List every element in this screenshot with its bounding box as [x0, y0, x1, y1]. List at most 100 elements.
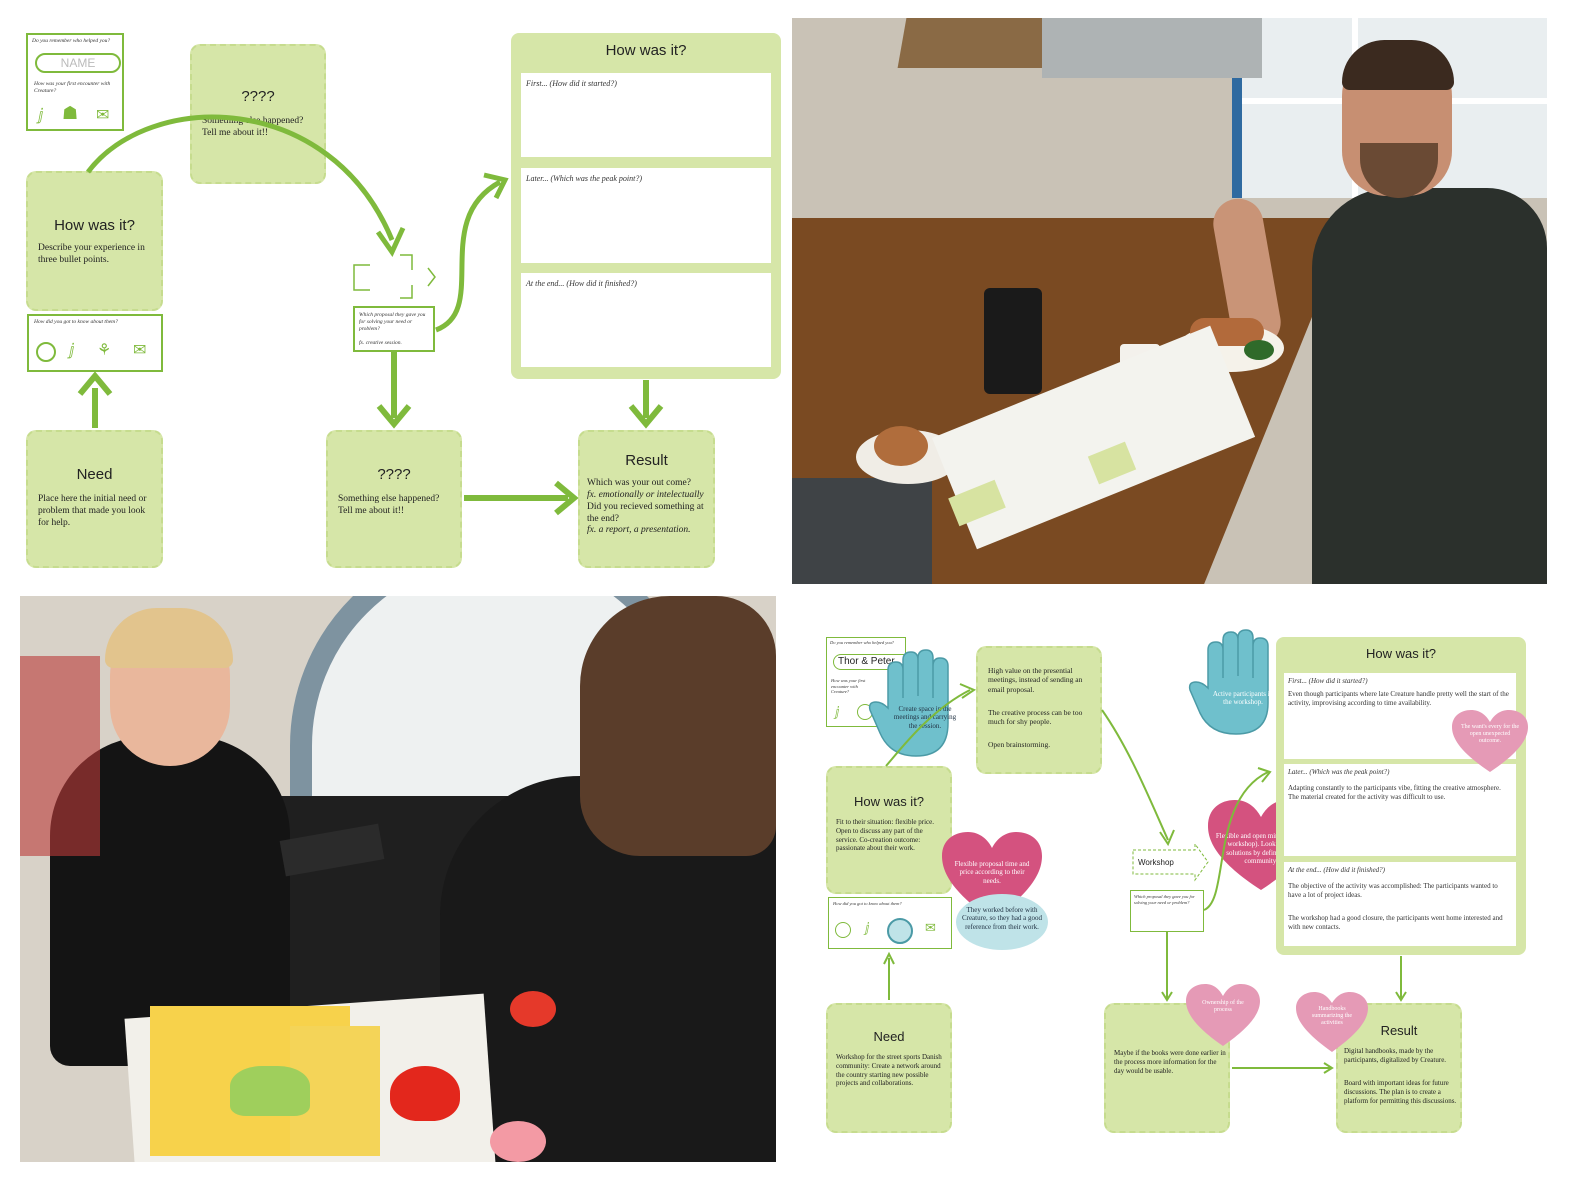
howwasit-left-box: How was it? Describe your experience in …	[26, 171, 163, 311]
need-body: Workshop for the street sports Danish co…	[836, 1053, 942, 1088]
big-howwasit-title: How was it?	[1365, 646, 1437, 661]
later-panel: Later... (Which was the peak point?) Ada…	[1284, 764, 1516, 856]
name-field[interactable]: NAME	[35, 53, 121, 73]
top-note-text-3: Open brainstorming.	[988, 740, 1051, 749]
first-label: First... (How did it started?)	[526, 79, 617, 88]
blue-hand-right-icon	[1188, 629, 1269, 735]
top-note-text: High value on the presential meetings, i…	[988, 666, 1083, 694]
heart-flex-text: Flexible proposal time and price accordi…	[954, 860, 1030, 885]
result-text-2: Board with important ideas for future di…	[1344, 1079, 1457, 1105]
proposal-box: Which proposal they gave you for solving…	[353, 306, 435, 352]
proposal-box: Which proposal they gave you for solving…	[1130, 890, 1204, 932]
swoop-arrow	[435, 179, 502, 333]
french-press	[984, 288, 1042, 394]
remember-box: Do you remember who helped you? NAME How…	[26, 33, 124, 131]
workshop-outline	[1132, 842, 1209, 882]
result-line-3: Did you recieved something at the end?	[587, 502, 704, 524]
mail-icon: ✉	[925, 920, 936, 935]
else-body: Something else happened? Tell me about i…	[338, 494, 440, 516]
first-label: First... (How did it started?)	[1288, 677, 1368, 685]
need-title: Need	[76, 466, 113, 483]
person-icon: ⅉ	[835, 704, 840, 719]
lamp-panel	[1042, 18, 1262, 78]
green-hand-note	[230, 1066, 310, 1116]
result-box: Result Which was your out come? fx. emot…	[578, 430, 715, 568]
photo-two-women	[20, 596, 776, 1162]
need-box: Need Workshop for the street sports Dani…	[826, 1003, 952, 1133]
heart-wants-icon	[1452, 710, 1528, 772]
person-hair	[1342, 40, 1454, 90]
how-know-prompt: How did you got to know about them?	[34, 319, 118, 325]
heart-ownership-text: Ownership of the process	[1202, 1000, 1244, 1014]
end-panel: At the end... (How did it finished?)	[521, 273, 771, 367]
howwasit-left-body: Describe your experience in three bullet…	[38, 243, 145, 265]
need-box: Need Place here the initial need or prob…	[26, 430, 163, 568]
big-howwasit-panel: How was it? First... (How did it started…	[511, 33, 781, 379]
mail-icon: ✉	[96, 107, 110, 124]
person-icon: ⅉ	[38, 107, 44, 124]
end-label: At the end... (How did it finished?)	[526, 279, 637, 288]
how-know-prompt: How did you got to know about them?	[833, 901, 902, 906]
need-title: Need	[873, 1029, 905, 1044]
howwasit-left-title: How was it?	[54, 217, 135, 234]
photo-man-at-table	[792, 18, 1547, 584]
result-title: Result	[1380, 1023, 1418, 1038]
howwasit-box: How was it? Fit to their situation: flex…	[826, 766, 952, 894]
heart-ownership-icon	[1186, 984, 1260, 1046]
filled-arrows	[883, 683, 1407, 1074]
template-arrows	[77, 114, 664, 516]
else-box-bottom: ???? Something else happened? Tell me ab…	[326, 430, 462, 568]
end-text-2: The workshop had a good closure, the par…	[1288, 914, 1503, 931]
howwasit-body: Fit to their situation: flexible price. …	[836, 818, 934, 853]
maybe-text: Maybe if the books were done earlier in …	[1114, 1049, 1226, 1075]
end-label: At the end... (How did it finished?)	[1288, 866, 1386, 874]
need-body: Place here the initial need or problem t…	[38, 494, 147, 528]
pink-heart-note	[490, 1121, 546, 1162]
result-text-1: Digital handbooks, made by the participa…	[1344, 1047, 1447, 1064]
howwasit-title: How was it?	[853, 794, 925, 809]
else-title: ????	[241, 88, 275, 105]
first-text: Even though participants where late Crea…	[1288, 690, 1509, 707]
result-line-2: fx. emotionally or intelectually	[587, 490, 704, 500]
person-icon: ⅉ	[69, 342, 75, 359]
left-shelf	[20, 656, 100, 856]
red-heart-note	[390, 1066, 460, 1121]
how-know-box: How did you got to know about them? ⅉ ⚘ …	[27, 314, 163, 372]
blue-hand-left-icon	[868, 649, 949, 757]
blue-hand-right-text: Active participants in the workshop.	[1212, 690, 1274, 707]
later-label: Later... (Which was the peak point?)	[1288, 768, 1390, 776]
template-diagram: Do you remember who helped you? NAME How…	[0, 0, 790, 590]
heart-handbooks-icon	[1296, 992, 1368, 1052]
result-box: Result Digital handbooks, made by the pa…	[1336, 1003, 1462, 1133]
heart-open-text: Flexible and open mindset (own workshop)…	[1215, 832, 1307, 866]
woman-left-hair	[105, 608, 233, 668]
first-encounter-prompt: How was your first encounter with Creatu…	[831, 678, 866, 695]
how-know-box: How did you got to know about them? ⅉ ✉	[828, 897, 952, 949]
proposal-body: Which proposal they gave you for solving…	[1134, 894, 1195, 905]
heart-wants-text: The want's every for the open unexpected…	[1460, 724, 1520, 745]
filled-diagram: Do you remember who helped you? Thor & P…	[790, 600, 1596, 1200]
mail-icon: ✉	[133, 342, 147, 359]
proposal-example: fx. creative session.	[359, 340, 402, 346]
big-howwasit-title: How was it?	[605, 42, 687, 59]
result-title: Result	[625, 452, 668, 469]
blue-hand-left-text: Create space in the meetings and carryin…	[893, 705, 957, 730]
remember-prompt: Do you remember who helped you?	[830, 640, 894, 645]
result-line-1: Which was your out come?	[587, 478, 691, 488]
later-panel: Later... (Which was the peak point?)	[521, 168, 771, 263]
person-body	[1312, 188, 1547, 584]
top-note-box: High value on the presential meetings, i…	[976, 646, 1102, 774]
workshop-label: Workshop	[1138, 858, 1174, 867]
remember-prompt: Do you remember who helped you?	[32, 38, 111, 44]
heart-handbooks-text: Handbooks summarizing the activities	[1311, 1006, 1353, 1027]
result-line-4: fx. a report, a presentation.	[587, 525, 691, 535]
red-heart-note	[510, 991, 556, 1027]
end-panel: At the end... (How did it finished?) The…	[1284, 862, 1516, 946]
else-title: ????	[377, 466, 411, 483]
proposal-body: Which proposal they gave you for solving…	[359, 312, 426, 332]
later-label: Later... (Which was the peak point?)	[526, 174, 642, 183]
selected-handshake-icon	[887, 918, 913, 944]
woman-right-hair	[580, 596, 776, 856]
top-note-text-2: The creative process can be too much for…	[988, 708, 1083, 727]
group-icon: ☗	[62, 103, 79, 123]
